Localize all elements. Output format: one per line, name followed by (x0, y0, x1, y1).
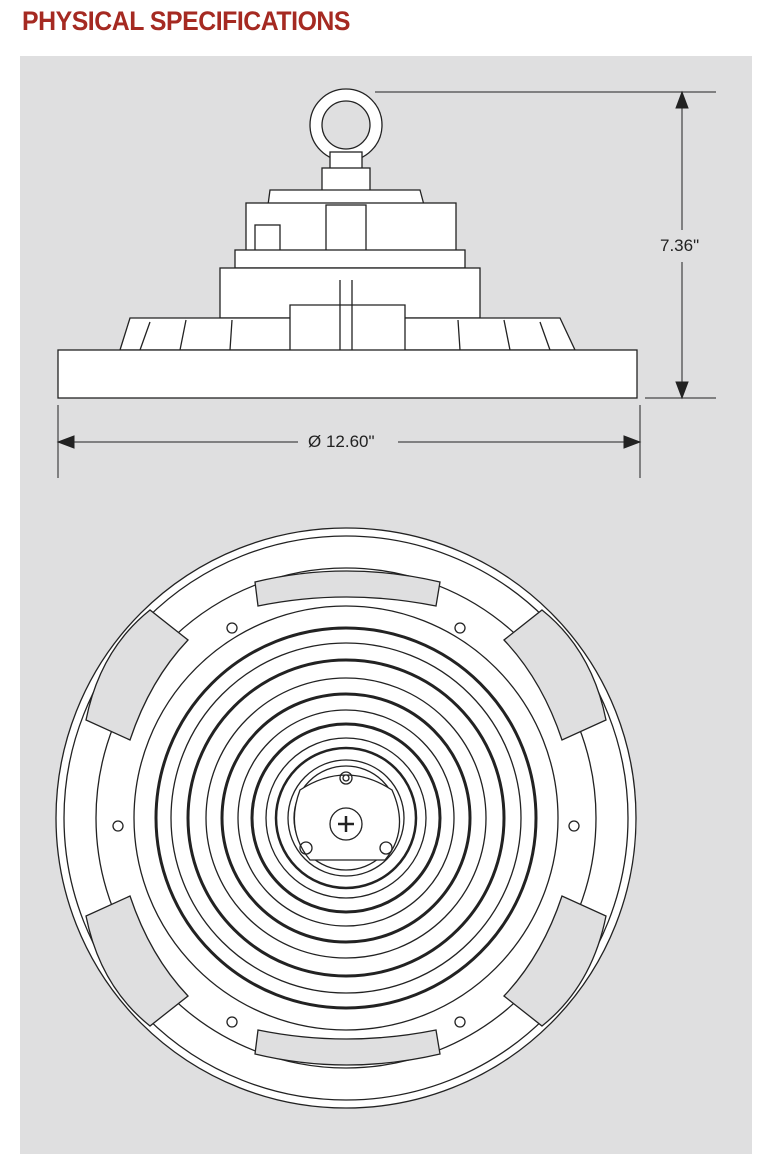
side-view (57, 88, 638, 399)
height-dimension-label: 7.36" (656, 236, 704, 256)
diameter-dimension-label: Ø 12.60" (304, 432, 379, 452)
dimension-lines (56, 90, 716, 478)
section-title: PHYSICAL SPECIFICATIONS (22, 6, 351, 36)
bottom-view (55, 527, 637, 1109)
